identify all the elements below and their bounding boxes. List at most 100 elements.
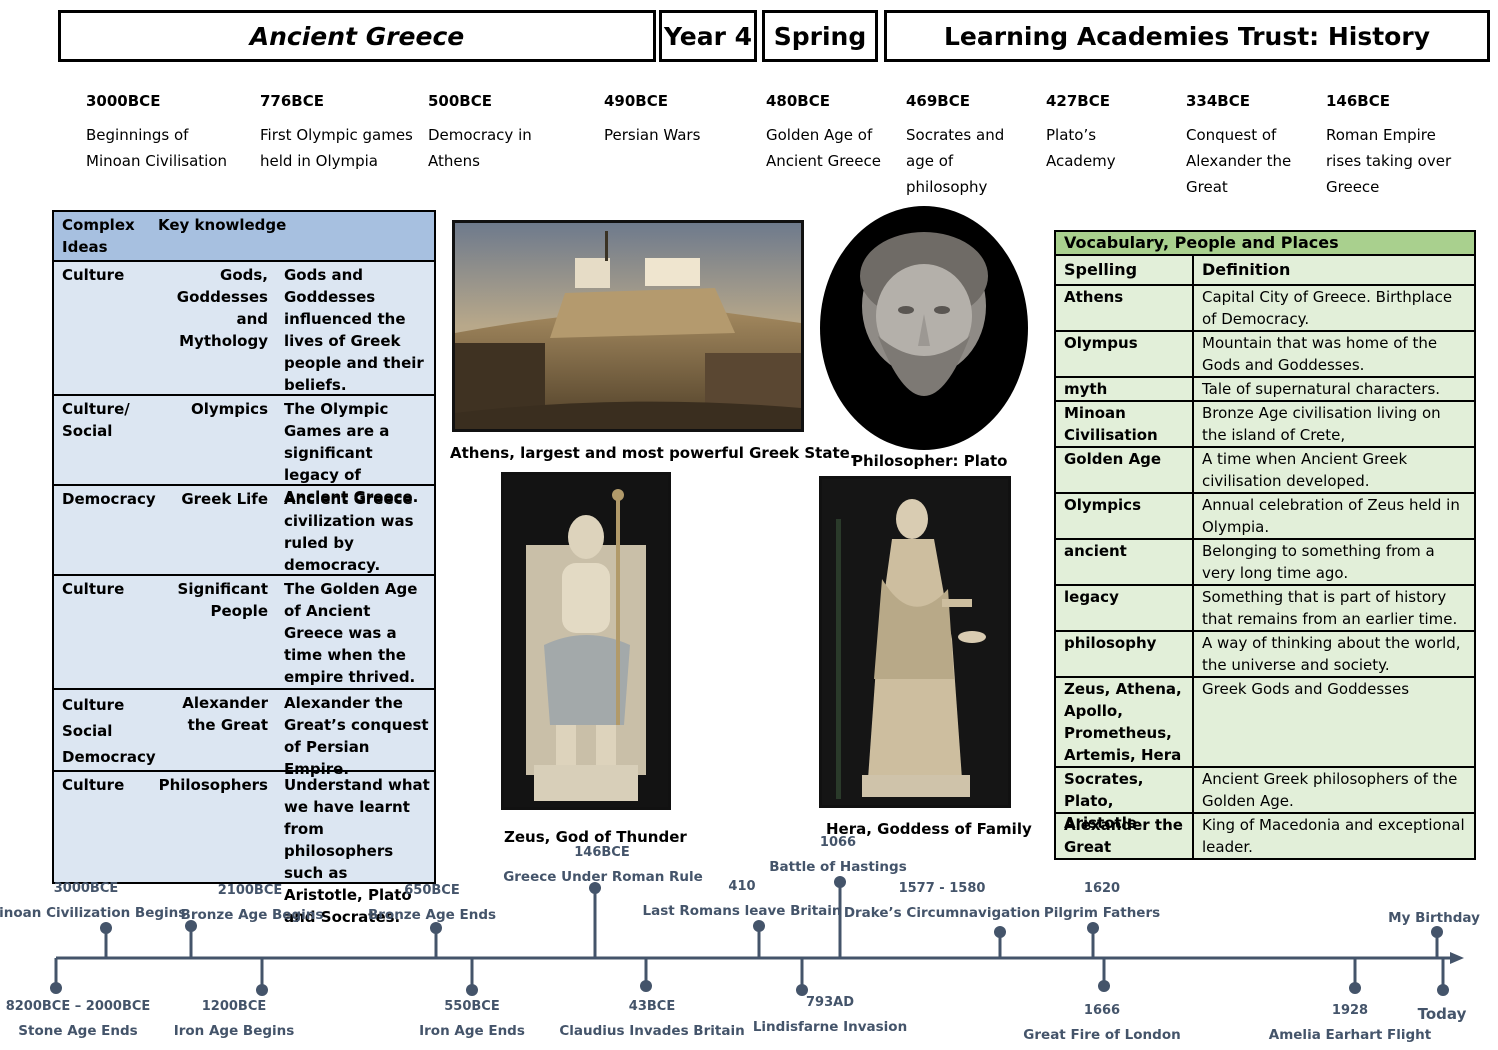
cell-topic: Philosophers bbox=[158, 776, 268, 794]
hera-statue-image bbox=[819, 476, 1011, 808]
vocab-definition: Tale of supernatural characters. bbox=[1202, 380, 1441, 398]
vocab-definition: Greek Gods and Goddesses bbox=[1202, 680, 1410, 698]
timeline-year: 500BCE bbox=[428, 92, 492, 110]
timeline-label: Iron Age Begins bbox=[173, 1023, 295, 1039]
subject-header: Learning Academies Trust: History bbox=[884, 10, 1490, 62]
timeline-label: Last Romans leave Britain bbox=[642, 903, 842, 919]
vocab-definition: A way of thinking about the world, the u… bbox=[1202, 634, 1461, 674]
timeline-date: 1620 bbox=[1083, 881, 1121, 896]
vocab-definition: King of Macedonia and exceptional leader… bbox=[1202, 816, 1465, 856]
timeline-date: 1928 bbox=[1331, 1003, 1369, 1018]
timeline-label: Minoan Civilization Begins bbox=[0, 905, 187, 921]
hera-caption: Hera, Goddess of Family bbox=[826, 820, 1032, 838]
timeline-year: 776BCE bbox=[260, 92, 324, 110]
timeline-event: Beginnings of Minoan Civilisation bbox=[86, 126, 228, 170]
definition-header: Definition bbox=[1202, 260, 1291, 279]
timeline-event: Democracy in Athens bbox=[428, 126, 532, 170]
vocab-definition: Capital City of Greece. Birthplace of De… bbox=[1202, 288, 1453, 328]
cell-text: The Olympic Games are a significant lega… bbox=[284, 400, 419, 506]
timeline-year: 469BCE bbox=[906, 92, 970, 110]
vocab-word: Golden Age bbox=[1056, 448, 1194, 492]
vocab-definition: Bronze Age civilisation living on the is… bbox=[1202, 404, 1441, 444]
timeline-date: 43BCE bbox=[628, 999, 676, 1014]
table-header: Complex Ideas Key knowledge bbox=[54, 212, 434, 262]
timeline-date: 550BCE bbox=[444, 999, 500, 1014]
cell-topic: Significant People bbox=[177, 580, 268, 620]
timeline-year: 3000BCE bbox=[86, 92, 161, 110]
timeline-date: 146BCE bbox=[574, 845, 630, 860]
timeline-year: 480BCE bbox=[766, 92, 830, 110]
cell-topic: Olympics bbox=[191, 400, 268, 418]
cell-text: Understand what we have learnt from phil… bbox=[284, 776, 430, 926]
vocab-word: Athens bbox=[1056, 286, 1194, 330]
timeline-event: Golden Age of Ancient Greece bbox=[766, 126, 881, 170]
timeline-year: 146BCE bbox=[1326, 92, 1390, 110]
timeline-year: 427BCE bbox=[1046, 92, 1110, 110]
vocab-definition: Belonging to something from a very long … bbox=[1202, 542, 1435, 582]
timeline-label: Amelia Earhart Flight bbox=[1268, 1027, 1432, 1043]
cell-idea: Culture bbox=[62, 266, 125, 284]
athens-painting bbox=[452, 220, 804, 432]
timeline-label: Drake’s Circumnavigation bbox=[843, 905, 1041, 921]
timeline-label: Pilgrim Fathers bbox=[1043, 905, 1161, 921]
timeline-label: Stone Age Ends bbox=[18, 1023, 138, 1039]
timeline-label: Bronze Age Begins bbox=[180, 907, 324, 923]
vocab-word: legacy bbox=[1056, 586, 1194, 630]
year-badge: Year 4 bbox=[659, 10, 757, 62]
vocab-definition: A time when Ancient Greek civilisation d… bbox=[1202, 450, 1408, 490]
vocab-definition: Something that is part of history that r… bbox=[1202, 588, 1458, 628]
cell-idea: Democracy bbox=[62, 490, 156, 508]
timeline-label: Great Fire of London bbox=[1023, 1027, 1181, 1043]
cell-text: Gods and Goddesses influenced the lives … bbox=[284, 266, 424, 394]
vocab-word: Socrates, Plato, Aristotle bbox=[1056, 768, 1194, 832]
cell-idea: Culture bbox=[62, 580, 125, 598]
timeline-label: Lindisfarne Invasion bbox=[752, 1019, 908, 1035]
timeline-event: Roman Empire rises taking over Greece bbox=[1326, 126, 1452, 196]
timeline-label: Greece Under Roman Rule bbox=[503, 869, 703, 885]
vocab-word: Minoan Civilisation bbox=[1056, 402, 1194, 446]
timeline-date: 1200BCE bbox=[201, 999, 267, 1014]
athens-caption: Athens, largest and most powerful Greek … bbox=[450, 444, 856, 462]
timeline-label: Battle of Hastings bbox=[769, 859, 907, 875]
zeus-caption: Zeus, God of Thunder bbox=[504, 828, 687, 846]
timeline-date: 410 bbox=[728, 879, 756, 894]
vocab-word: Olympics bbox=[1056, 494, 1194, 538]
timeline-entry: 427BCE Plato’s Academy bbox=[1046, 92, 1126, 174]
plato-portrait bbox=[820, 206, 1028, 450]
vocab-word: Zeus, Athena, Apollo, Prometheus, Artemi… bbox=[1056, 678, 1194, 766]
timeline-entry: 146BCE Roman Empire rises taking over Gre… bbox=[1326, 92, 1466, 200]
timeline-year: 490BCE bbox=[604, 92, 668, 110]
timeline-label: Bronze Age Ends bbox=[367, 907, 497, 923]
timeline-date: 793AD bbox=[806, 995, 854, 1010]
vocab-word: Alexander the Great bbox=[1056, 814, 1194, 858]
timeline-date: 1066 bbox=[819, 835, 857, 850]
vocabulary-title: Vocabulary, People and Places bbox=[1056, 232, 1474, 256]
timeline-event: Plato’s Academy bbox=[1046, 126, 1116, 170]
timeline-entry: 500BCE Democracy in Athens bbox=[428, 92, 568, 174]
header-key-knowledge: Key knowledge bbox=[158, 216, 287, 234]
page-title: Ancient Greece bbox=[58, 10, 656, 62]
table-row: Zeus, Athena, Apollo, Prometheus, Artemi… bbox=[1056, 678, 1474, 768]
bottom-timeline-axis bbox=[50, 876, 1464, 996]
timeline-date: 650BCE bbox=[404, 883, 460, 898]
timeline-label: Today bbox=[1417, 1005, 1467, 1023]
timeline-entry: 3000BCE Beginnings of Minoan Civilisation bbox=[86, 92, 246, 174]
